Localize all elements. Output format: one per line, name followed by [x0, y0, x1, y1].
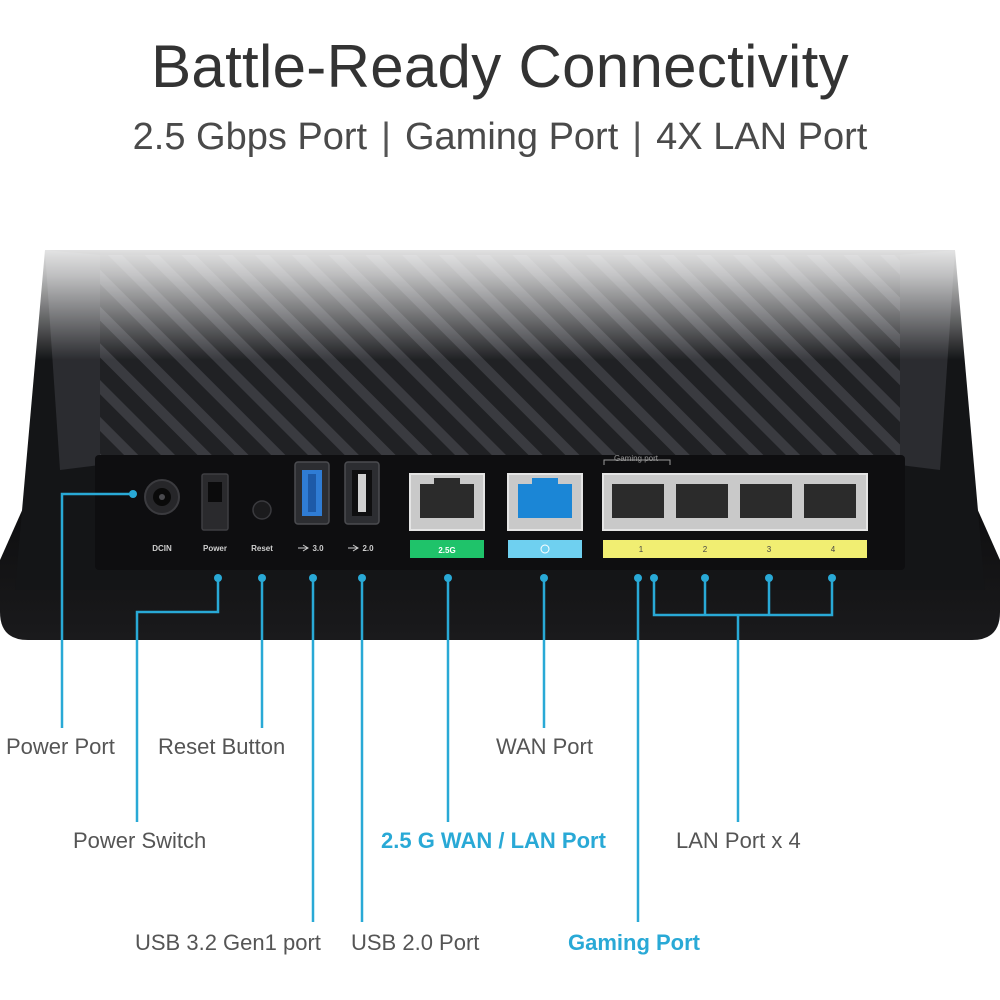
- label-usb-2-0-port: USB 2.0 Port: [351, 930, 480, 955]
- port-2-5g: [409, 473, 485, 558]
- label-reset-button: Reset Button: [158, 734, 286, 759]
- label-2-5g-wan-lan-port: 2.5 G WAN / LAN Port: [381, 828, 606, 853]
- subline-item-2-5gbps: 2.5 Gbps Port: [132, 116, 368, 158]
- power-switch: [201, 473, 229, 531]
- panel-label-gaming-port: Gaming port: [614, 454, 659, 463]
- subline-item-gaming: Gaming Port: [404, 116, 619, 158]
- panel-label-reset: Reset: [251, 544, 273, 553]
- subline-separator: |: [632, 116, 643, 158]
- label-power-port: Power Port: [6, 734, 115, 759]
- callout-dots: [129, 490, 836, 582]
- callout-lines: [60, 492, 834, 922]
- lan-number-2: 2: [703, 545, 708, 554]
- lan-number-4: 4: [831, 545, 836, 554]
- subline-item-lan: 4X LAN Port: [656, 116, 868, 158]
- label-gaming-port: Gaming Port: [568, 930, 701, 955]
- usb-2-port: [344, 461, 380, 525]
- headline: Battle-Ready Connectivity: [151, 33, 849, 100]
- lan-number-1: 1: [639, 545, 644, 554]
- label-wan-port: WAN Port: [496, 734, 593, 759]
- panel-label-usb20: 2.0: [362, 544, 374, 553]
- panel-label-power: Power: [203, 544, 227, 553]
- subline-separator: |: [381, 116, 391, 158]
- reset-button: [252, 500, 272, 520]
- label-lan-port-x4: LAN Port x 4: [676, 828, 801, 853]
- panel-label-dcin: DCIN: [152, 544, 172, 553]
- panel-label-2-5g: 2.5G: [438, 546, 455, 555]
- panel-label-usb30: 3.0: [312, 544, 324, 553]
- lan-number-3: 3: [767, 545, 772, 554]
- label-usb-3-2-gen1-port: USB 3.2 Gen1 port: [135, 930, 321, 955]
- subline: 2.5 Gbps Port | Gaming Port | 4X LAN Port: [0, 116, 1000, 159]
- port-wan: [507, 473, 583, 558]
- usb-3-port: [294, 461, 330, 525]
- label-power-switch: Power Switch: [73, 828, 207, 853]
- lan-ports: [602, 459, 868, 558]
- dcin-jack: [144, 479, 180, 515]
